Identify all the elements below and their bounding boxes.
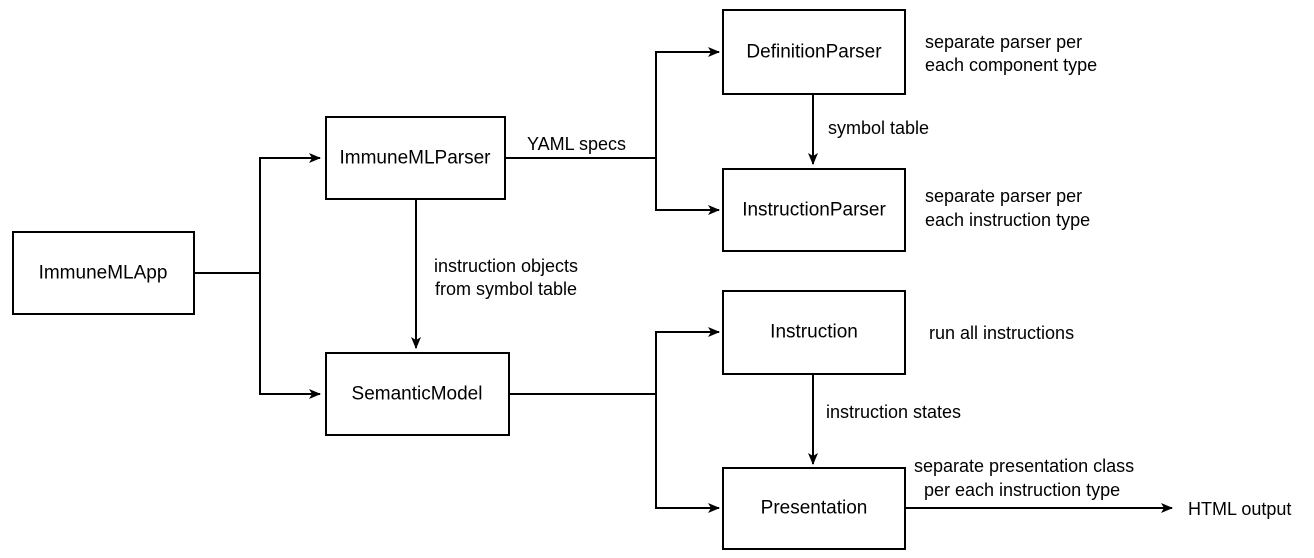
note-instruction-parser-line2: each instruction type (925, 210, 1090, 230)
edges (194, 47, 1173, 513)
node-instruction-parser: InstructionParser (722, 168, 906, 252)
node-instruction: Instruction (722, 290, 906, 375)
note-presentation-line1: separate presentation class (914, 456, 1134, 476)
node-presentation: Presentation (722, 467, 906, 550)
node-label: SemanticModel (352, 384, 483, 405)
node-immuneml-app: ImmuneMLApp (12, 231, 195, 315)
node-label: ImmuneMLApp (39, 263, 168, 284)
edge-parser-to-instruction-parser (655, 158, 720, 215)
edge-semantic-to-presentation (655, 394, 720, 513)
node-label: Presentation (761, 498, 868, 519)
note-instruction-parser-line1: separate parser per (925, 186, 1082, 206)
node-label: DefinitionParser (746, 42, 882, 63)
output-label-html-output: HTML output (1188, 499, 1291, 519)
node-definition-parser: DefinitionParser (722, 9, 906, 95)
edge-label-instruction-objects-line2: from symbol table (435, 279, 577, 299)
edge-label-instruction-states: instruction states (826, 402, 961, 422)
edge-app-to-semantic-model (259, 273, 321, 399)
edge-semantic-to-instruction (655, 327, 720, 394)
node-immuneml-parser: ImmuneMLParser (325, 116, 506, 200)
edge-app-to-parser (259, 153, 321, 273)
node-label: ImmuneMLParser (340, 148, 492, 169)
edge-label-instruction-objects-line1: instruction objects (434, 256, 578, 276)
node-semantic-model: SemanticModel (325, 352, 510, 436)
edge-parser-to-definition-parser (655, 47, 720, 158)
note-definition-parser-line1: separate parser per (925, 32, 1082, 52)
edge-label-symbol-table: symbol table (828, 118, 929, 138)
node-label: InstructionParser (742, 200, 886, 221)
note-definition-parser-line2: each component type (925, 55, 1097, 75)
note-presentation-line2: per each instruction type (924, 480, 1120, 500)
edge-label-yaml-specs: YAML specs (527, 134, 626, 154)
note-instruction: run all instructions (929, 323, 1074, 343)
node-label: Instruction (770, 322, 858, 343)
